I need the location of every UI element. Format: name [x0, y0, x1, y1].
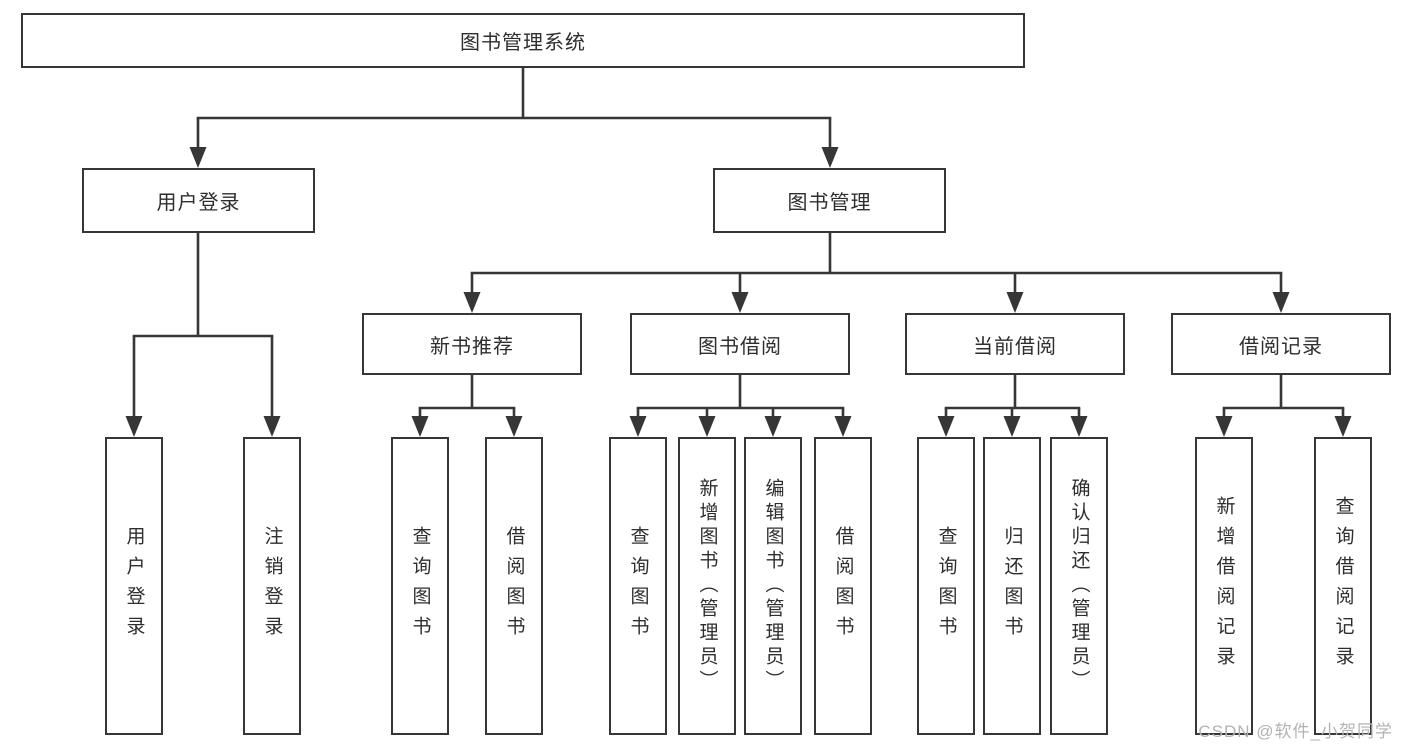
- leaf-query-borrow-record: 查询借阅记录: [1314, 437, 1372, 735]
- node-label: 新书推荐: [430, 335, 514, 358]
- leaf-query-books-borrow: 查询图书: [609, 437, 667, 735]
- leaf-query-books-recommend: 查询图书: [391, 437, 449, 735]
- leaf-logout-login: 注销登录: [243, 437, 301, 735]
- node-book-borrow: 图书借阅: [630, 313, 850, 375]
- leaf-borrow-books-recommend: 借阅图书: [485, 437, 543, 735]
- node-label: 图书管理系统: [460, 32, 586, 54]
- leaf-user-login: 用户登录: [105, 437, 163, 735]
- leaf-edit-books-admin: 编辑图书（管理员）: [744, 437, 802, 735]
- leaf-borrow-books: 借阅图书: [814, 437, 872, 735]
- node-book-management: 图书管理: [713, 168, 946, 233]
- node-new-book-recommend: 新书推荐: [362, 313, 582, 375]
- node-label: 用户登录: [156, 192, 241, 214]
- node-label: 图书借阅: [698, 335, 782, 358]
- leaf-return-books: 归还图书: [983, 437, 1041, 735]
- leaf-query-books-current: 查询图书: [917, 437, 975, 735]
- node-root-system: 图书管理系统: [21, 13, 1025, 68]
- leaf-add-books-admin: 新增图书（管理员）: [678, 437, 736, 735]
- node-borrow-records: 借阅记录: [1171, 313, 1391, 375]
- leaf-confirm-return-admin: 确认归还（管理员）: [1050, 437, 1108, 735]
- node-label: 图书管理: [787, 192, 872, 214]
- node-label: 借阅记录: [1239, 335, 1323, 358]
- node-current-borrow: 当前借阅: [905, 313, 1125, 375]
- node-user-login: 用户登录: [82, 168, 315, 233]
- node-label: 当前借阅: [973, 335, 1057, 358]
- leaf-add-borrow-record: 新增借阅记录: [1195, 437, 1253, 735]
- csdn-watermark: CSDN @软件_小贺同学: [1198, 722, 1393, 741]
